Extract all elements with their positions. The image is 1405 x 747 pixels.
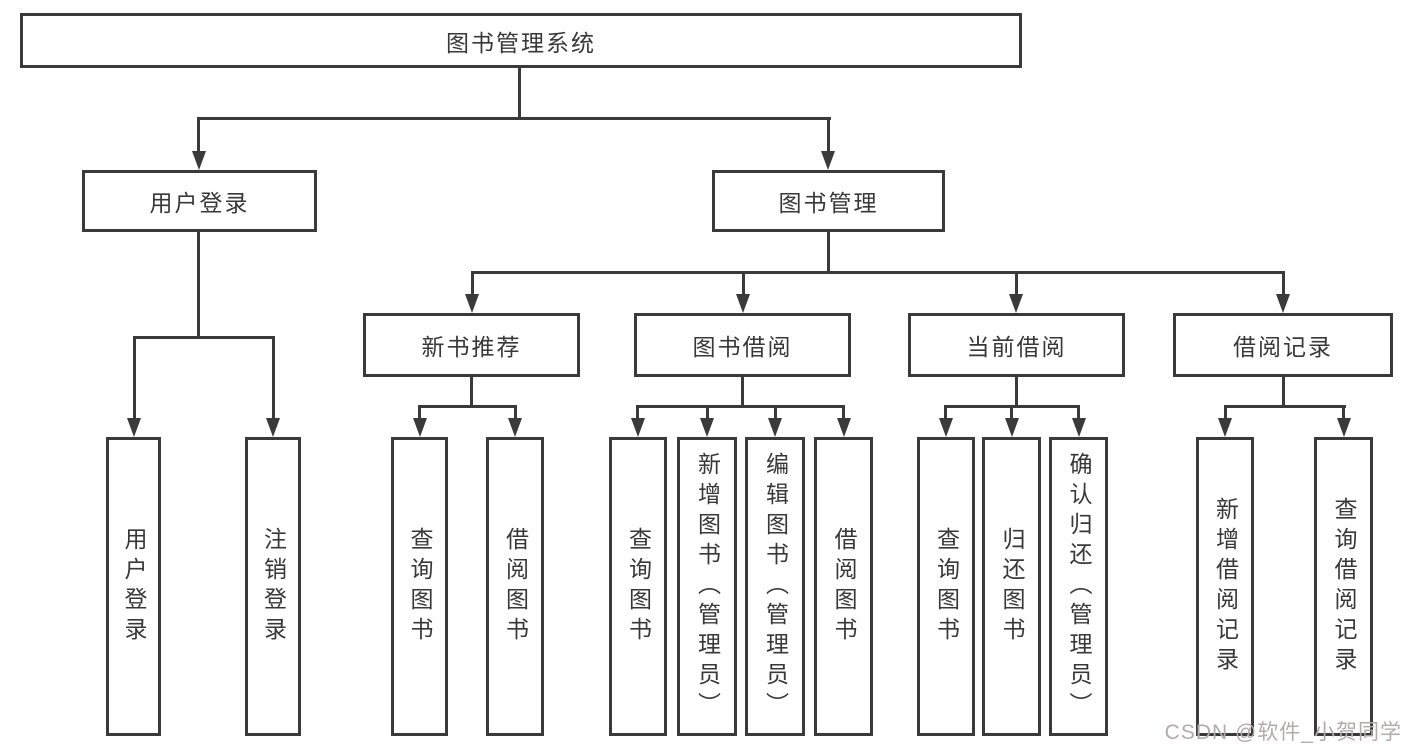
connector-line — [827, 232, 830, 273]
leaf-query-books-borrowing: 查询图书 — [609, 437, 667, 736]
leaf-return-books: 归还图书 — [982, 437, 1041, 736]
connector-line — [197, 117, 200, 153]
watermark: CSDN @软件_小贺同学 — [1164, 721, 1402, 744]
connector-line — [1282, 377, 1285, 407]
down-arrow — [736, 294, 750, 313]
node-label: 图书借阅 — [692, 334, 793, 360]
connector-line — [1015, 377, 1018, 407]
connector-line — [742, 271, 745, 297]
connector-line — [418, 405, 421, 419]
connector-line — [418, 405, 517, 408]
connector-line — [1010, 405, 1013, 419]
connector-line — [1015, 271, 1018, 297]
connector-line — [471, 271, 474, 297]
down-arrow — [700, 418, 714, 437]
connector-line — [1342, 405, 1345, 419]
node-label: 新书推荐 — [421, 334, 522, 360]
node-book-management: 图书管理 — [712, 170, 945, 232]
leaf-logout: 注销登录 — [245, 437, 301, 736]
leaf-label: 查询借阅记录 — [1331, 496, 1357, 677]
down-arrow — [192, 151, 206, 170]
node-label: 图书管理 — [778, 190, 879, 216]
down-arrow — [1337, 418, 1351, 437]
leaf-query-books-current: 查询图书 — [917, 437, 975, 736]
leaf-label: 查询图书 — [933, 526, 960, 647]
down-arrow — [465, 294, 479, 313]
connector-line — [197, 117, 831, 120]
leaf-borrow-books-recommend: 借阅图书 — [486, 437, 544, 736]
node-current-borrowing: 当前借阅 — [908, 313, 1125, 377]
down-arrow — [266, 418, 280, 437]
node-book-borrowing: 图书借阅 — [634, 313, 851, 377]
node-new-book-recommendation: 新书推荐 — [363, 313, 580, 377]
node-label: 当前借阅 — [966, 334, 1067, 360]
connector-line — [514, 405, 517, 419]
leaf-borrow-books-borrowing: 借阅图书 — [814, 437, 873, 736]
connector-line — [518, 67, 521, 120]
leaf-label: 借阅图书 — [831, 526, 857, 647]
connector-line — [842, 405, 845, 419]
leaf-label: 用户登录 — [121, 526, 147, 647]
leaf-add-books-admin: 新增图书（管理员） — [677, 437, 737, 736]
down-arrow — [939, 418, 953, 437]
connector-line — [133, 336, 136, 419]
down-arrow — [1276, 294, 1290, 313]
leaf-query-books-recommend: 查询图书 — [391, 437, 448, 736]
leaf-edit-books-admin: 编辑图书（管理员） — [745, 437, 805, 736]
down-arrow — [1009, 294, 1023, 313]
connector-line — [272, 336, 275, 419]
connector-line — [134, 336, 275, 339]
down-arrow — [413, 418, 427, 437]
connector-line — [1077, 405, 1080, 419]
connector-line — [706, 405, 709, 419]
leaf-label: 确认归还（管理员） — [1066, 451, 1092, 722]
leaf-label: 注销登录 — [260, 526, 287, 647]
node-user-login: 用户登录 — [82, 170, 317, 232]
node-borrowing-records: 借阅记录 — [1173, 313, 1393, 377]
node-root: 图书管理系统 — [20, 13, 1022, 68]
down-arrow — [1005, 418, 1019, 437]
leaf-confirm-return-admin: 确认归还（管理员） — [1049, 437, 1108, 736]
down-arrow — [1072, 418, 1086, 437]
leaf-label: 归还图书 — [999, 526, 1025, 647]
leaf-label: 查询图书 — [625, 526, 652, 647]
connector-line — [1224, 405, 1346, 408]
connector-line — [471, 271, 1285, 274]
connector-line — [741, 377, 744, 407]
leaf-add-borrow-record: 新增借阅记录 — [1196, 437, 1254, 736]
down-arrow — [837, 418, 851, 437]
leaf-label: 查询图书 — [407, 526, 433, 647]
connector-line — [197, 232, 200, 338]
connector-line — [1224, 405, 1227, 419]
leaf-query-borrow-record: 查询借阅记录 — [1314, 437, 1373, 736]
node-label: 借阅记录 — [1233, 334, 1333, 360]
leaf-label: 借阅图书 — [502, 526, 529, 647]
connector-line — [636, 405, 845, 408]
down-arrow — [768, 418, 782, 437]
leaf-label: 编辑图书（管理员） — [762, 451, 789, 722]
down-arrow — [631, 418, 645, 437]
connector-line — [774, 405, 777, 419]
connector-line — [470, 377, 473, 407]
leaf-user-login: 用户登录 — [106, 437, 161, 736]
leaf-label: 新增图书（管理员） — [694, 451, 721, 722]
down-arrow — [508, 418, 522, 437]
down-arrow — [127, 418, 141, 437]
connector-line — [1282, 271, 1285, 297]
down-arrow — [1218, 418, 1232, 437]
connector-line — [944, 405, 947, 419]
node-label: 图书管理系统 — [446, 29, 596, 56]
node-label: 用户登录 — [149, 190, 250, 216]
connector-line — [827, 117, 830, 153]
down-arrow — [821, 151, 835, 170]
connector-line — [636, 405, 639, 419]
leaf-label: 新增借阅记录 — [1212, 496, 1239, 677]
